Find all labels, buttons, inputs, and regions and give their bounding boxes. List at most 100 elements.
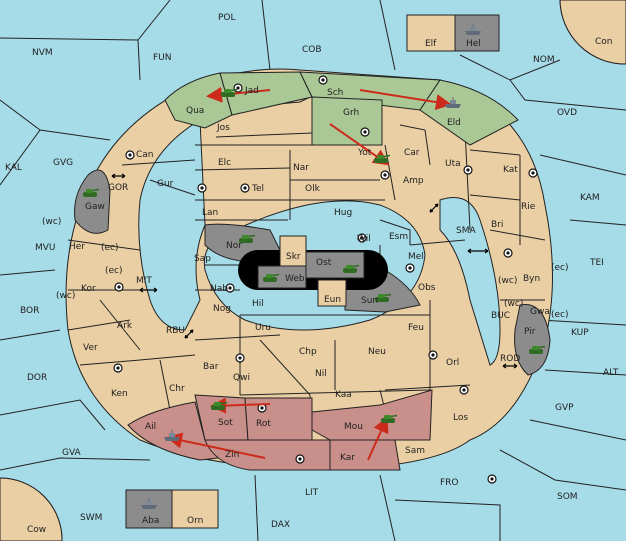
region-elf: [406, 14, 456, 52]
coast-label: (wc): [56, 291, 75, 301]
label-feu: Feu: [408, 323, 424, 333]
label-tel: Tel: [251, 184, 264, 194]
label-hug: Hug: [334, 208, 352, 218]
label-amp: Amp: [403, 176, 424, 186]
region-ost: [305, 251, 365, 279]
label-skr: Skr: [286, 252, 301, 262]
label-gva: GVA: [62, 448, 82, 458]
region-cow: [0, 477, 63, 541]
label-qua: Qua: [186, 106, 204, 116]
inner-sea: [138, 119, 206, 331]
label-qwi: Qwi: [233, 373, 250, 383]
region-mou: [311, 389, 433, 441]
label-cow: Cow: [27, 525, 46, 535]
label-eun: Eun: [324, 295, 341, 305]
label-elf: Elf: [425, 39, 437, 49]
coast-label: (ec): [105, 266, 123, 276]
label-wil: Wil: [357, 234, 371, 244]
label-jad: Jad: [244, 86, 259, 96]
label-grh: Grh: [343, 108, 359, 118]
region-gaw: [74, 169, 111, 234]
region-skr: [279, 235, 307, 267]
label-kat: Kat: [503, 165, 518, 175]
coast-label: (wc): [498, 276, 517, 286]
label-con: Con: [595, 37, 613, 47]
label-dor: DOR: [27, 373, 47, 383]
label-bri: Bri: [491, 220, 503, 230]
region-pir: [514, 303, 551, 376]
label-hil: Hil: [252, 299, 264, 309]
label-lit: LIT: [305, 488, 319, 498]
supply-centers: [113, 75, 538, 484]
label-bar: Bar: [203, 362, 219, 372]
label-buc: BUC: [491, 311, 510, 321]
label-her: Her: [69, 242, 85, 252]
label-alt: ALT: [603, 368, 619, 378]
label-ost: Ost: [316, 258, 332, 268]
label-sap: Sap: [194, 254, 211, 264]
label-hel: Hel: [466, 39, 481, 49]
label-orn: Orn: [187, 516, 203, 526]
region-qua: [164, 72, 233, 129]
label-bor: BOR: [20, 306, 39, 316]
label-rot: Rot: [256, 419, 271, 429]
label-olk: Olk: [305, 184, 321, 194]
label-chp: Chp: [299, 347, 317, 357]
label-elc: Elc: [218, 158, 231, 168]
label-uru: Uru: [255, 323, 271, 333]
label-obs: Obs: [418, 283, 436, 293]
label-aba: Aba: [142, 516, 159, 526]
label-byn: Byn: [523, 274, 540, 284]
label-sam: Sam: [405, 446, 425, 456]
label-ark: Ark: [117, 321, 133, 331]
label-los: Los: [453, 413, 468, 423]
label-gvp: GVP: [555, 403, 574, 413]
label-tei: TEI: [589, 258, 604, 268]
label-chr: Chr: [169, 384, 185, 394]
label-nab: Nab: [210, 284, 228, 294]
label-nor: Nor: [226, 241, 242, 251]
label-ver: Ver: [83, 343, 98, 353]
label-nvm: NVM: [32, 48, 53, 58]
label-kam: KAM: [580, 193, 600, 203]
label-yot: Yot: [357, 148, 372, 158]
label-mit: MIT: [136, 276, 152, 286]
label-gvg: GVG: [53, 158, 73, 168]
label-pir: Pir: [524, 327, 536, 337]
region-grh: [311, 96, 383, 146]
label-uta: Uta: [445, 159, 461, 169]
label-can: Can: [136, 150, 154, 160]
label-ovd: OVD: [557, 108, 577, 118]
passage-arrows: [111, 173, 518, 369]
label-rod: ROD: [500, 354, 520, 364]
coast-labels: (wc) (ec) (ec) (wc) (wc) (ec) (wc) (ec): [42, 217, 569, 320]
label-gwa: Gwa: [530, 307, 550, 317]
region-kar: [329, 439, 401, 471]
label-sma: SMA: [456, 226, 476, 236]
label-esm: Esm: [389, 232, 408, 242]
label-kar: Kar: [340, 453, 355, 463]
label-web: Web: [285, 274, 305, 284]
label-nog: Nog: [213, 304, 231, 314]
region-eun: [317, 279, 347, 307]
region-con: [559, 0, 626, 65]
label-lan: Lan: [202, 208, 218, 218]
label-gur: Gur: [157, 179, 174, 189]
label-dax: DAX: [271, 520, 290, 530]
label-mel: Mel: [408, 252, 424, 262]
smaller-inner-sea: [439, 197, 501, 366]
label-swm: SWM: [80, 513, 102, 523]
label-ken: Ken: [111, 389, 128, 399]
coast-label: (ec): [551, 310, 569, 320]
label-eld: Eld: [447, 118, 461, 128]
label-kal: KAL: [5, 163, 22, 173]
label-kaa: Kaa: [335, 390, 352, 400]
label-gaw: Gaw: [85, 202, 105, 212]
label-fun: FUN: [153, 53, 172, 63]
coast-label: (ec): [101, 243, 119, 253]
region-orn: [171, 489, 219, 529]
label-nom: NOM: [533, 55, 555, 65]
label-mou: Mou: [344, 422, 363, 432]
coast-label: (wc): [504, 299, 523, 309]
label-som: SOM: [557, 492, 578, 502]
